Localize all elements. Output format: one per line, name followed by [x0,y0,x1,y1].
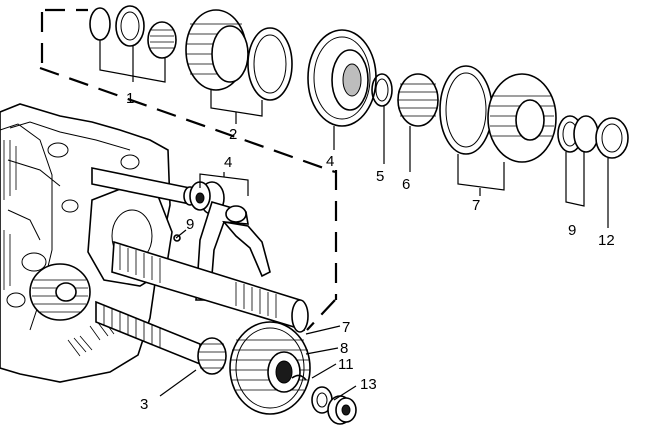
lower-small-parts [291,374,357,425]
part-12-bearing-cup [595,117,629,159]
part-5-circlip [371,73,393,107]
part-7-upper-gear [439,65,557,163]
part-4-synchro-hub [307,29,377,127]
lower-large-gear [229,321,311,415]
callout-13: 13 [360,376,377,393]
callout-1: 1 [126,90,134,107]
part-9-washers [557,115,599,153]
gearbox-housing [0,103,173,383]
callout-labels: 1 2 4 5 6 7 9 12 4 9 7 8 11 3 13 [126,90,615,413]
callout-7-low: 7 [342,319,350,336]
callout-4-mid: 4 [224,154,232,171]
lower-shaft [95,300,227,375]
callout-6: 6 [402,176,410,193]
callout-9-top: 9 [568,222,576,239]
part-1-bearing [89,5,177,59]
dashed-guide-lines [39,8,338,331]
callout-3: 3 [140,396,148,413]
callout-5: 5 [376,168,384,185]
callout-7-top: 7 [472,197,480,214]
main-shaft [111,240,309,333]
callout-8: 8 [340,340,348,357]
callout-2: 2 [229,126,237,143]
part-2-gear [185,9,293,101]
callout-11: 11 [338,356,354,373]
callout-9-mid: 9 [186,216,194,233]
callout-12: 12 [598,232,615,249]
leader-lines [99,40,609,401]
callout-4-top: 4 [326,153,334,170]
part-6-needle-bearing [397,73,439,127]
